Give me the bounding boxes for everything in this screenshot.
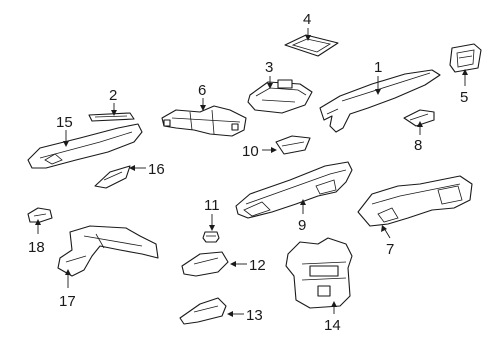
part-6-bracket (161, 105, 247, 137)
part-18-clip (27, 207, 53, 223)
part-5-vent (449, 43, 482, 73)
part-13-lower-cover (179, 297, 227, 325)
callout-6: 6 (198, 82, 206, 99)
part-11-grommet (202, 231, 220, 243)
callout-13: 13 (246, 307, 263, 324)
part-9-cluster-housing (235, 161, 353, 219)
part-17-lower-bracket (57, 225, 159, 277)
part-10-switch (275, 135, 311, 155)
callout-9: 9 (298, 217, 306, 234)
callout-15: 15 (56, 114, 73, 131)
callout-5: 5 (460, 89, 468, 106)
callout-12: 12 (249, 257, 266, 274)
callout-10: 10 (242, 143, 259, 160)
part-8-end-cap (403, 109, 435, 127)
callout-17: 17 (59, 293, 76, 310)
part-7-air-duct (357, 175, 473, 227)
callout-7: 7 (386, 241, 394, 258)
callout-3: 3 (265, 59, 273, 76)
part-12-shield (181, 251, 229, 277)
part-15-lower-panel (27, 123, 143, 169)
callout-4: 4 (303, 11, 311, 28)
callout-16: 16 (148, 161, 165, 178)
leader-lines (35, 28, 468, 317)
part-4-bezel (284, 34, 339, 57)
callout-14: 14 (324, 317, 341, 334)
callout-1: 1 (374, 59, 382, 76)
callout-8: 8 (414, 137, 422, 154)
part-2-clip (88, 112, 135, 122)
callout-11: 11 (204, 197, 220, 214)
part-3-module (247, 79, 313, 114)
part-16-small-bracket (94, 165, 131, 189)
callout-labels: 1 2 3 4 5 6 7 8 9 10 11 12 13 14 15 16 1… (28, 11, 468, 334)
callout-18: 18 (28, 239, 45, 256)
callout-2: 2 (109, 87, 117, 104)
part-14-console-bezel (285, 237, 353, 309)
part-1-dash-trim (319, 69, 441, 133)
